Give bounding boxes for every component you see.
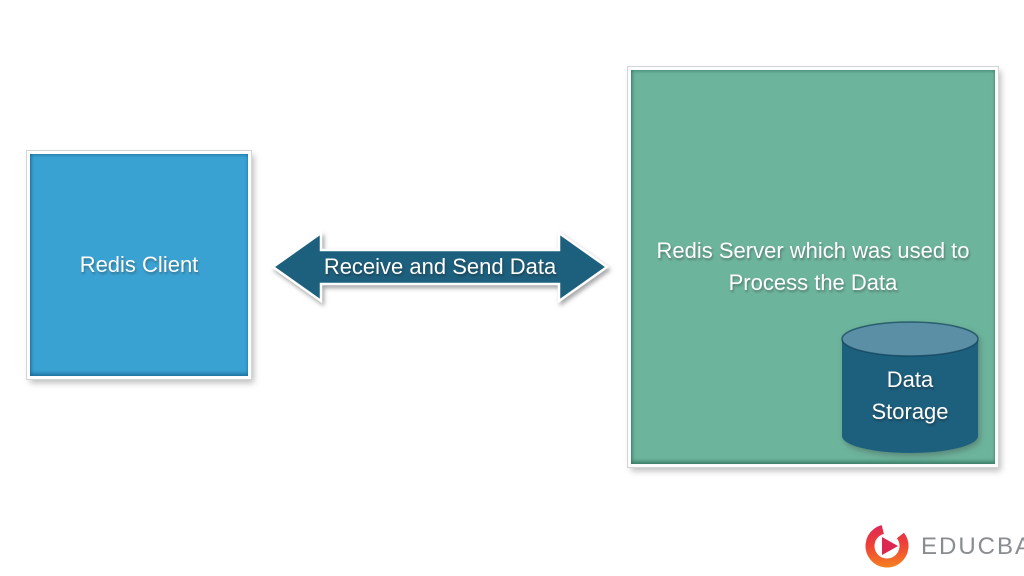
redis-client-label: Redis Client bbox=[79, 252, 199, 277]
redis-server-label: Redis Server which was used to Process t… bbox=[656, 235, 969, 299]
data-storage-label-line-1: Data bbox=[886, 367, 934, 392]
data-storage-label-line-2: Storage bbox=[871, 399, 949, 424]
server-label-line-2: Process the Data bbox=[728, 270, 898, 295]
educba-logo: EDUCBA bbox=[862, 521, 1024, 571]
educba-play-swoosh-icon bbox=[865, 524, 909, 568]
educba-logo-text: EDUCBA bbox=[921, 532, 1024, 560]
data-storage-label: Data Storage bbox=[839, 320, 981, 456]
arrow-label: Receive and Send Data bbox=[323, 254, 557, 279]
server-label-line-1: Redis Server which was used to bbox=[656, 238, 970, 263]
cylinder-shape-icon bbox=[841, 321, 979, 453]
double-arrow-icon bbox=[271, 231, 609, 303]
redis-server-box: Redis Server which was used to Process t… bbox=[628, 67, 998, 467]
data-storage-cylinder: Data Storage bbox=[839, 320, 981, 456]
data-flow-arrow: Receive and Send Data bbox=[271, 231, 609, 303]
redis-client-box: Redis Client bbox=[27, 151, 251, 379]
